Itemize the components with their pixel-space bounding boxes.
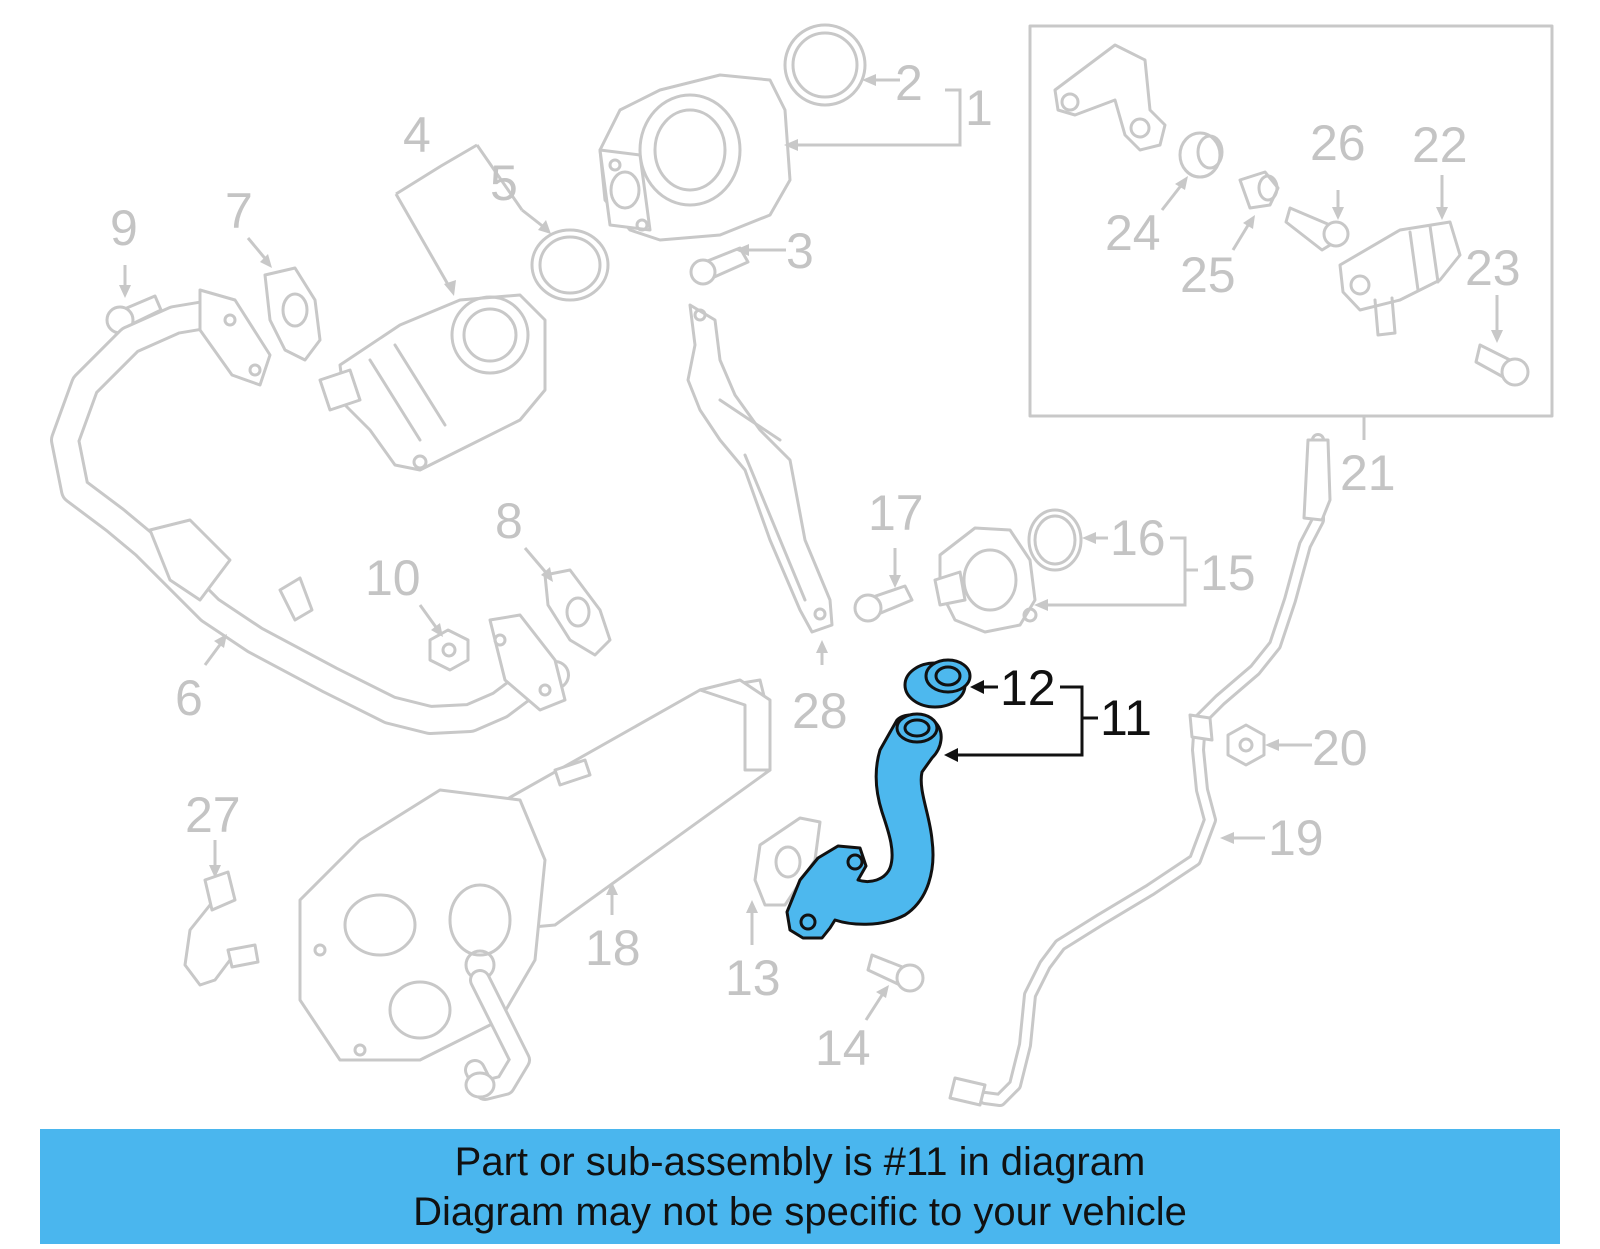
part-19-21-tubes xyxy=(948,433,1332,1107)
callout-20: 20 xyxy=(1312,720,1368,776)
part-4-egr-valve xyxy=(318,293,547,472)
callout-18: 18 xyxy=(585,920,641,976)
part-27-sensor xyxy=(183,870,260,987)
part-24-grommet xyxy=(1178,131,1224,179)
callout-1: 1 xyxy=(965,80,993,136)
part-1-egr-valve xyxy=(598,73,792,242)
callout-4: 4 xyxy=(403,107,431,163)
part-23-bolt xyxy=(1474,343,1530,387)
banner-line-part: Part or sub-assembly is #11 in diagram xyxy=(454,1139,1146,1184)
callout-11: 11 xyxy=(1100,690,1152,746)
callout-16: 16 xyxy=(1110,510,1166,566)
part-26-screw xyxy=(1284,206,1350,252)
part-5-oring xyxy=(530,228,610,302)
callout-22: 22 xyxy=(1412,117,1468,173)
callout-12: 12 xyxy=(1000,660,1056,716)
callout-6: 6 xyxy=(175,670,203,726)
callout-19: 19 xyxy=(1268,810,1324,866)
part-8-gasket xyxy=(543,568,612,657)
callout-10: 10 xyxy=(365,550,421,606)
part-7-gasket xyxy=(263,266,322,362)
part-16-oring xyxy=(1027,508,1083,572)
callout-27: 27 xyxy=(185,787,241,843)
callout-9: 9 xyxy=(110,200,138,256)
callout-14: 14 xyxy=(815,1020,871,1076)
part-10-nut xyxy=(428,628,470,672)
part-18-egr-cooler xyxy=(298,678,772,1101)
callout-24: 24 xyxy=(1105,205,1161,261)
callout-2: 2 xyxy=(895,55,923,111)
part-14-bolt xyxy=(866,953,925,993)
part-17-bolt xyxy=(853,584,914,623)
part-2-oring xyxy=(783,23,867,107)
callout-13: 13 xyxy=(725,950,781,1006)
callout-labels: 1 2 3 4 5 6 7 8 9 10 11 12 13 14 15 16 1… xyxy=(110,55,1521,1076)
callout-15: 15 xyxy=(1200,545,1256,601)
callout-25: 25 xyxy=(1180,247,1236,303)
callout-17: 17 xyxy=(868,485,924,541)
part-info-banner: Part or sub-assembly is #11 in diagram D… xyxy=(40,1129,1560,1244)
callout-28: 28 xyxy=(792,683,848,739)
callout-3: 3 xyxy=(786,223,814,279)
part-22-sensor xyxy=(1338,220,1462,337)
callout-26: 26 xyxy=(1310,115,1366,171)
banner-line-disclaimer: Diagram may not be specific to your vehi… xyxy=(413,1189,1187,1234)
callout-8: 8 xyxy=(495,493,523,549)
part-bracket-inset xyxy=(1053,43,1167,152)
callout-5: 5 xyxy=(490,155,518,211)
part-28-bracket xyxy=(686,303,834,634)
part-25-spacer xyxy=(1238,170,1280,210)
leader-lines-highlight xyxy=(944,680,1098,762)
part-20-nut xyxy=(1226,723,1266,767)
part-3-bolt xyxy=(689,246,750,286)
part-12-grommet-highlight[interactable] xyxy=(903,658,972,709)
part-6-egr-pipe xyxy=(50,288,570,735)
inset-box xyxy=(1028,24,1554,440)
leader-lines-grey xyxy=(119,74,1503,1021)
part-11-pipe-highlight[interactable] xyxy=(785,712,943,940)
callout-21: 21 xyxy=(1340,445,1396,501)
callout-23: 23 xyxy=(1465,240,1521,296)
callout-7: 7 xyxy=(225,183,253,239)
part-15-valve xyxy=(933,526,1038,634)
